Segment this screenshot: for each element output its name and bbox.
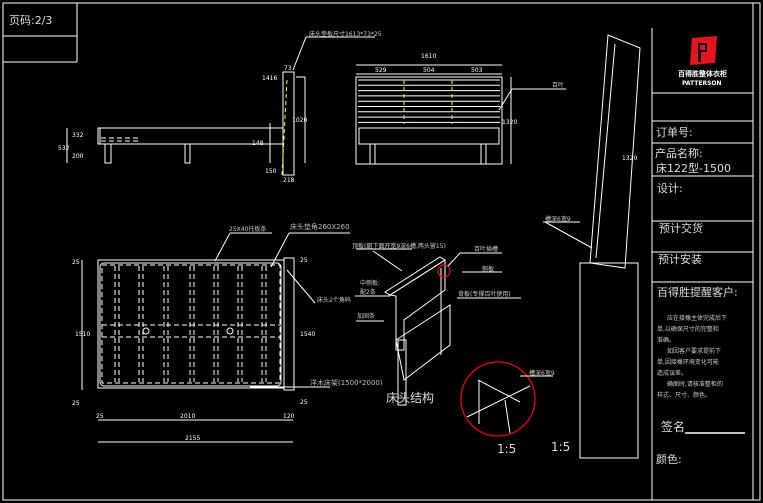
drawing-label: 百叶插槽 bbox=[474, 245, 498, 253]
drawing-label: 床头2个角码 bbox=[317, 296, 351, 304]
louver-label: 百叶 bbox=[552, 81, 564, 89]
drawing-label: 百得胜整体衣柜 bbox=[678, 69, 727, 78]
front-view: 1610 529 504 503 1320 百叶 bbox=[355, 53, 566, 165]
drawing-label: 73 bbox=[284, 65, 292, 72]
drawing-label: 332 bbox=[72, 132, 84, 139]
drawing-label: 颜色: bbox=[656, 452, 682, 466]
drawing-label: 120 bbox=[283, 413, 295, 420]
drawing-label: 签名 bbox=[661, 419, 685, 434]
drawing-label: 床122型-1500 bbox=[656, 161, 731, 175]
drawing-label: 背板(专撑百叶使用) bbox=[458, 290, 511, 298]
brand-logo: 百得胜整体衣柜 PATTERSON bbox=[678, 36, 727, 87]
drawing-label: 1:5 bbox=[551, 440, 570, 454]
reminder-line: 单,以确保尺寸的完整和 bbox=[657, 325, 719, 333]
drawing-label: 1610 bbox=[421, 53, 436, 60]
structure-title: 床头结构 bbox=[386, 390, 434, 405]
title-block: 百得胜整体衣柜 PATTERSON 订单号: 产品名称: 床122型-1500 … bbox=[651, 3, 754, 500]
headboard-structure: 顶板(朝下面开宽9深6槽,两头留15) 百叶插槽 侧板 中侧板: 配2条 背板(… bbox=[352, 242, 555, 456]
drawing-label: 产品名称: bbox=[655, 146, 703, 160]
drawing-label: 配2条 bbox=[360, 288, 376, 296]
drawing-label: 侧板 bbox=[482, 265, 494, 273]
reminder-line: 样式、尺寸、颜色。 bbox=[657, 391, 711, 399]
drawing-label: 中侧板: bbox=[360, 279, 380, 287]
drawing-label: 槽深6宽9 bbox=[529, 369, 555, 377]
drawing-label: 1320 bbox=[502, 119, 517, 126]
drawing-label: 1416 bbox=[262, 75, 277, 82]
drawing-label: 25 bbox=[72, 259, 80, 266]
drawing-label: 订单号: bbox=[656, 126, 693, 139]
drawing-label: 1320 bbox=[622, 155, 637, 162]
detail-circle bbox=[460, 361, 536, 437]
drawing-label: 顶板(朝下面开宽9深6槽,两头留15) bbox=[352, 242, 446, 250]
drawing-label: 503 bbox=[471, 67, 483, 74]
drawing-label: PATTERSON bbox=[682, 80, 722, 87]
scale-label: 1:5 bbox=[497, 442, 516, 456]
drawing-label: 148 bbox=[252, 140, 264, 147]
drawing-label: 预计安装 bbox=[658, 252, 702, 266]
drawing-label: 加固条 bbox=[357, 312, 375, 320]
reminder-line: 准确。 bbox=[657, 336, 675, 344]
drawing-label: 预计交货 bbox=[659, 221, 703, 235]
drawing-label: 504 bbox=[423, 67, 435, 74]
reminder-line: 造成误差。 bbox=[657, 369, 687, 377]
drawing-label: 1510 bbox=[75, 331, 90, 338]
drawing-label: 218 bbox=[283, 177, 295, 184]
reminder-line: 确图时,请核准整柜的 bbox=[667, 380, 723, 388]
side-view: 床头垫板尺寸1613*73*25 73 1416 532 332 200 102… bbox=[58, 30, 382, 184]
drawing-label: 25 bbox=[300, 257, 308, 264]
drawing-label: 1020 bbox=[292, 117, 307, 124]
drawing-label: 532 bbox=[58, 145, 70, 152]
drawing-label: 200 bbox=[72, 153, 84, 160]
drawing-label: 百得胜提醒客户: bbox=[657, 285, 738, 299]
reminder-line: 如因客户要求提前下 bbox=[667, 347, 721, 355]
drawing-label: 529 bbox=[375, 67, 387, 74]
slat-label: 25X40托板条 bbox=[229, 225, 266, 233]
drawing-label: 25 bbox=[300, 399, 308, 406]
reminder-line: 应在接橡主体完成后下 bbox=[667, 314, 727, 322]
frame-label: 洋木床架(1500*2000) bbox=[310, 378, 383, 387]
drawing-label: 2010 bbox=[180, 413, 195, 420]
drawing-label: 150 bbox=[265, 168, 277, 175]
drawing-label: 25 bbox=[72, 400, 80, 407]
corner-label: 床头垫角260X260 bbox=[290, 222, 350, 231]
drawing-label: 1540 bbox=[300, 331, 315, 338]
plan-view: 25X40托板条 床头垫角260X260 床头2个角码 洋木床架(1500*20… bbox=[72, 222, 383, 443]
drawing-label: 设计: bbox=[657, 182, 683, 195]
section-view: 槽深6宽9 1320 1:5 bbox=[543, 34, 641, 459]
drawing-label: 25 bbox=[96, 413, 104, 420]
page-code: 页码:2/3 bbox=[9, 14, 52, 27]
drawing-label: 槽深6宽9 bbox=[545, 215, 571, 223]
drawing-label: 2155 bbox=[185, 435, 200, 442]
reminder-line: 单,因接橡环境变化可能 bbox=[657, 358, 719, 366]
headboard-pad-label: 床头垫板尺寸1613*73*25 bbox=[309, 30, 382, 38]
